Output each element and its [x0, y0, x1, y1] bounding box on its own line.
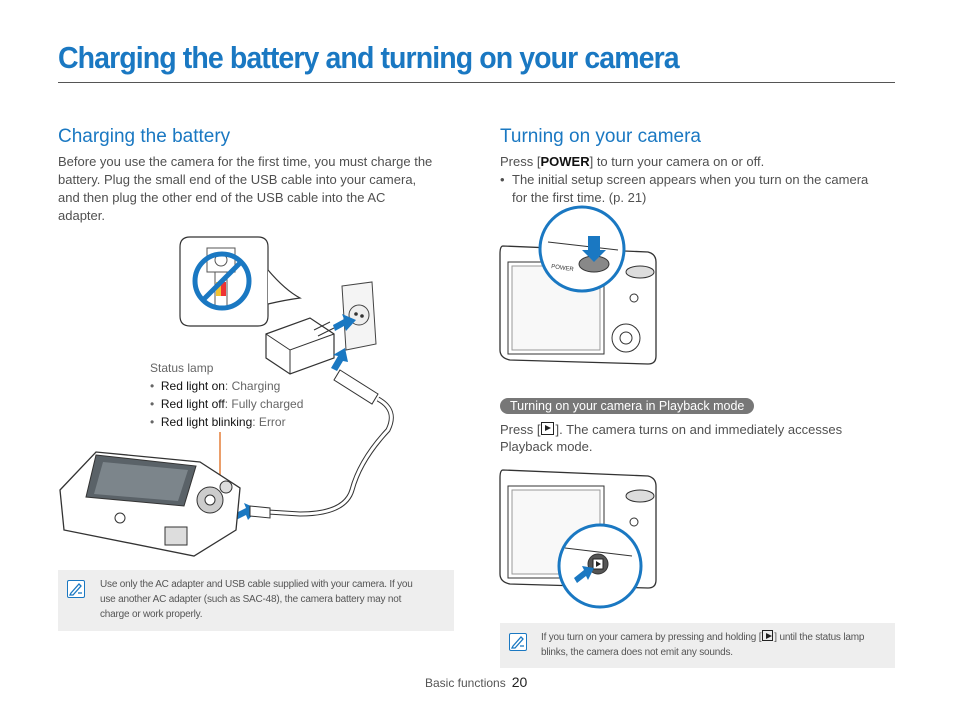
status-item-full: • Red light off: Fully charged — [150, 397, 304, 411]
page-title: Charging the battery and turning on your… — [58, 40, 680, 75]
press-prefix: Press [ — [500, 154, 541, 169]
charging-note-text: Use only the AC adapter and USB cable su… — [100, 577, 445, 622]
note-icon — [67, 580, 85, 598]
status-item-label: Red light off — [160, 397, 225, 411]
turning-on-heading: Turning on your camera — [500, 126, 702, 147]
status-item-value: : Error — [252, 415, 286, 429]
status-item-value: : Fully charged — [224, 397, 304, 411]
no-symbol-callout — [179, 236, 302, 327]
page-footer: Basic functions 20 — [425, 674, 527, 690]
playback-suffix: ]. The camera turns on and immediately a… — [555, 422, 843, 437]
charging-camera — [59, 451, 241, 557]
charging-line-4: adapter. — [58, 208, 105, 223]
usb-cable — [249, 369, 394, 519]
bullet-line: for the first time. (p. 21) — [512, 190, 647, 205]
page-number: 20 — [511, 674, 528, 690]
playback-zoom-callout — [557, 523, 643, 609]
status-lamp-list: Status lamp • Red light on: Charging • R… — [150, 359, 303, 431]
playback-mode-pill: Turning on your camera in Playback mode — [500, 398, 755, 414]
status-item-charging: • Red light on: Charging — [150, 379, 281, 393]
note-line: use another AC adapter (such as SAC-48),… — [100, 594, 402, 605]
status-item-value: : Charging — [224, 379, 281, 393]
status-lamp-title: Status lamp — [150, 361, 214, 375]
note-line: If you turn on your camera by pressing a… — [541, 630, 889, 645]
playback-line-2: Playback mode. — [500, 439, 593, 454]
ac-adapter — [265, 317, 335, 375]
wall-socket — [341, 281, 377, 351]
playback-instruction: Press [ ]. The camera turns on and immedi… — [500, 421, 842, 439]
charging-note-box: Use only the AC adapter and USB cable su… — [58, 570, 454, 631]
playback-icon — [762, 630, 774, 641]
playback-prefix: Press [ — [500, 422, 541, 437]
charging-line-2: battery. Plug the small end of the USB c… — [58, 172, 417, 187]
note-line: Use only the AC adapter and USB cable su… — [100, 579, 413, 590]
status-item-label: Red light on — [160, 379, 225, 393]
status-item-error: • Red light blinking: Error — [150, 415, 286, 429]
no-symbol-icon — [192, 251, 252, 311]
bullet-line: The initial setup screen appears when yo… — [512, 172, 869, 187]
power-instruction: Press [POWER] to turn your camera on or … — [500, 153, 764, 171]
charging-line-1: Before you use the camera for the first … — [58, 154, 433, 169]
note-line: charge or work properly. — [100, 609, 203, 620]
power-zoom-callout: POWER — [538, 205, 626, 293]
power-key-label: POWER — [540, 154, 590, 169]
note-icon — [509, 633, 527, 651]
footer-section: Basic functions — [425, 676, 506, 690]
playback-icon — [541, 422, 555, 435]
charging-line-3: and then plug the other end of the USB c… — [58, 190, 386, 205]
note-prefix: If you turn on your camera by pressing a… — [541, 632, 762, 643]
status-item-label: Red light blinking — [160, 415, 253, 429]
playback-note-box: If you turn on your camera by pressing a… — [500, 623, 895, 668]
power-button-label: POWER — [551, 264, 575, 273]
charging-heading: Charging the battery — [58, 126, 231, 147]
note-line: blinks, the camera does not emit any sou… — [541, 647, 733, 658]
title-divider — [58, 82, 895, 83]
press-suffix: ] to turn your camera on or off. — [589, 154, 765, 169]
note-suffix: ] until the status lamp — [774, 632, 865, 643]
playback-note-text: If you turn on your camera by pressing a… — [541, 630, 889, 660]
